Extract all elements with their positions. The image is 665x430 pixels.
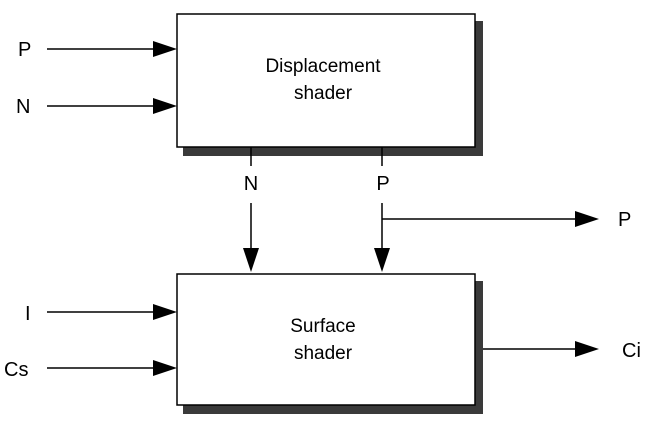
displacement-shader-subtitle: shader bbox=[294, 83, 353, 104]
surface-input-cs: Cs bbox=[4, 359, 177, 381]
surface-shader-node: Surface shader bbox=[176, 273, 483, 414]
displacement-output-p-arrowhead bbox=[374, 248, 390, 272]
displacement-input-p: P bbox=[18, 39, 177, 61]
surface-shader-subtitle: shader bbox=[294, 343, 353, 364]
surface-shader-title: Surface bbox=[290, 316, 355, 337]
surface-input-cs-label: Cs bbox=[4, 359, 28, 381]
surface-output-ci-arrowhead bbox=[575, 341, 599, 357]
passthrough-output-p: P bbox=[382, 209, 631, 231]
displacement-input-p-label: P bbox=[18, 39, 31, 61]
displacement-shader-box bbox=[176, 13, 476, 148]
displacement-input-p-arrowhead bbox=[153, 41, 177, 57]
displacement-input-n: N bbox=[16, 96, 177, 118]
displacement-output-n-arrowhead bbox=[243, 248, 259, 272]
surface-output-ci: Ci bbox=[483, 340, 641, 362]
surface-output-ci-label: Ci bbox=[622, 340, 641, 362]
displacement-shader-node: Displacement shader bbox=[176, 13, 483, 156]
displacement-shader-title: Displacement bbox=[265, 56, 381, 77]
displacement-output-p: P bbox=[374, 147, 390, 272]
displacement-output-p-label: P bbox=[376, 173, 389, 195]
surface-input-cs-arrowhead bbox=[153, 360, 177, 376]
surface-input-i-arrowhead bbox=[153, 304, 177, 320]
passthrough-output-p-label: P bbox=[618, 209, 631, 231]
surface-shader-box bbox=[176, 273, 476, 406]
displacement-input-n-arrowhead bbox=[153, 98, 177, 114]
surface-input-i: I bbox=[25, 303, 177, 325]
displacement-input-n-label: N bbox=[16, 96, 30, 118]
surface-input-i-label: I bbox=[25, 303, 31, 325]
displacement-output-n-label: N bbox=[244, 173, 258, 195]
passthrough-output-p-arrowhead bbox=[575, 211, 599, 227]
displacement-output-n: N bbox=[243, 147, 259, 272]
